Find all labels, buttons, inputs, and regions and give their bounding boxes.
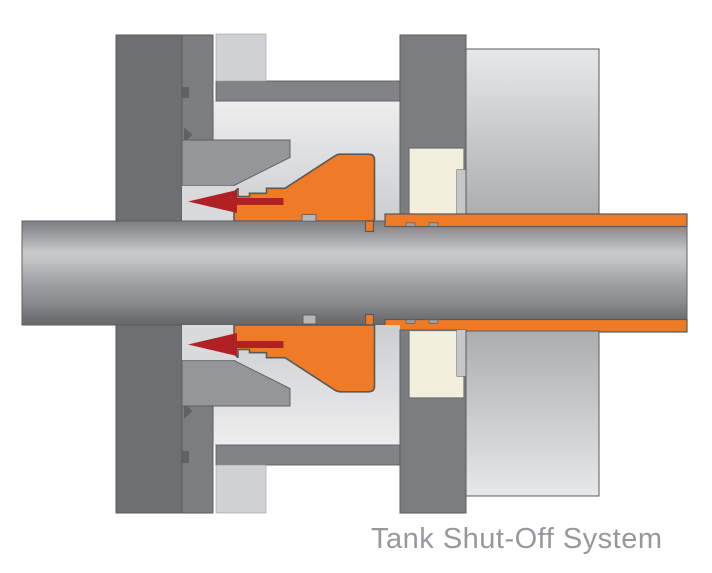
tube-tab-upper-1 (405, 222, 416, 227)
housing-block-left-upper (115, 34, 183, 222)
fastener-tab-lower (181, 451, 189, 463)
diagram-caption: Tank Shut-Off System (371, 523, 663, 555)
cover-plate-upper (215, 33, 267, 82)
seal-tab-lower (364, 313, 375, 326)
shaft-stud-lower (302, 314, 317, 325)
tube-tab-upper-2 (428, 222, 439, 227)
housing-bar-lower (215, 444, 401, 466)
seal-gland-upper (181, 139, 291, 187)
housing-bar-upper (215, 80, 401, 102)
end-cap-lower (465, 330, 600, 497)
cover-plate-lower (215, 464, 267, 514)
tube-tab-lower-1 (405, 319, 416, 324)
flow-arrow-lower (188, 333, 284, 356)
fastener-tab-upper (181, 87, 189, 98)
seal-tab-upper (364, 220, 375, 233)
chamfer-marker-upper (184, 127, 193, 143)
chamfer-marker-lower (184, 403, 193, 419)
seal-gland-lower (181, 359, 291, 407)
shaft-stud-upper (301, 214, 317, 222)
housing-block-left-lower (115, 324, 183, 514)
insert-block-upper (408, 147, 465, 217)
flow-arrow-upper (188, 190, 284, 213)
step-filler-lower (457, 330, 466, 376)
shaft (21, 220, 688, 326)
insert-block-lower (408, 329, 465, 399)
step-filler-upper (457, 170, 466, 216)
end-cap-upper (465, 48, 600, 217)
tube-liner-upper (384, 213, 688, 228)
tube-tab-lower-2 (428, 319, 439, 324)
